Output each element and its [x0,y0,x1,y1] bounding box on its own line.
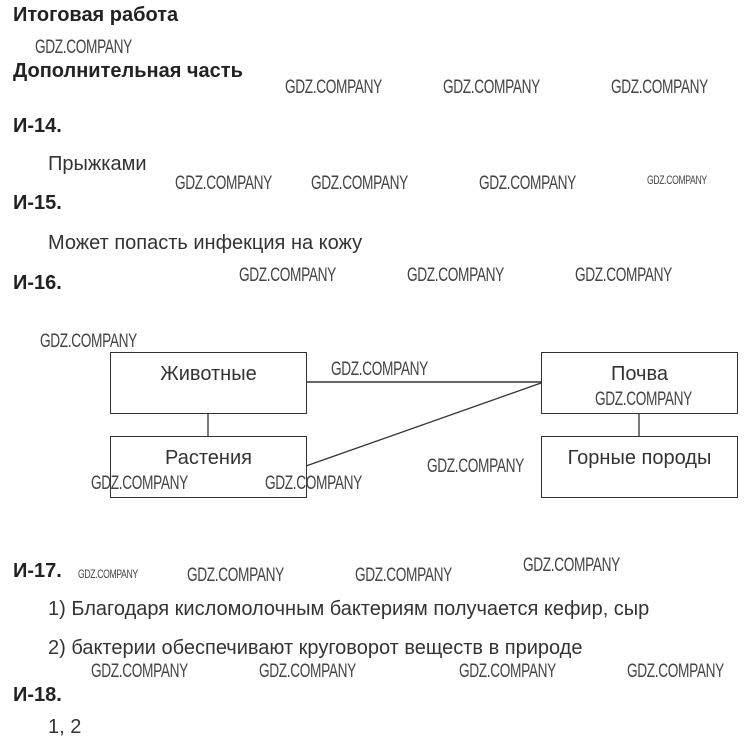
watermark: GDZ.COMPANY [285,77,382,98]
edge-plants-soil [305,382,542,467]
watermark: GDZ.COMPANY [611,77,708,98]
watermark: GDZ.COMPANY [187,565,284,586]
answer-17-2: 2) бактерии обеспечивают круговорот веще… [48,637,583,659]
watermark: GDZ.COMPANY [259,661,356,682]
watermark: GDZ.COMPANY [78,567,138,581]
task-label-18: И-18. [13,684,62,706]
node-plants: Растения [110,436,307,498]
watermark: GDZ.COMPANY [407,265,504,286]
watermark: GDZ.COMPANY [427,456,524,477]
node-rocks: Горные породы [541,436,738,498]
watermark: GDZ.COMPANY [311,173,408,194]
page-title: Итоговая работа [13,4,179,26]
watermark: GDZ.COMPANY [627,661,724,682]
task-label-14: И-14. [13,115,62,137]
section-title: Дополнительная часть [13,60,243,82]
answer-17-1: 1) Благодаря кисломолочным бактериям пол… [48,598,650,620]
answer-18: 1, 2 [48,716,82,738]
watermark: GDZ.COMPANY [459,661,556,682]
watermark: GDZ.COMPANY [523,555,620,576]
answer-14: Прыжками [48,153,147,175]
watermark: GDZ.COMPANY [331,359,428,380]
node-animals: Животные [110,352,307,414]
task-label-17: И-17. [13,560,62,582]
watermark: GDZ.COMPANY [239,265,336,286]
task-label-16: И-16. [13,272,62,294]
watermark: GDZ.COMPANY [91,473,188,494]
watermark: GDZ.COMPANY [91,661,188,682]
node-soil: Почва [541,352,738,414]
watermark: GDZ.COMPANY [595,389,692,410]
watermark: GDZ.COMPANY [40,331,137,352]
task-label-15: И-15. [13,192,62,214]
watermark: GDZ.COMPANY [647,173,707,187]
watermark: GDZ.COMPANY [443,77,540,98]
watermark: GDZ.COMPANY [575,265,672,286]
watermark: GDZ.COMPANY [175,173,272,194]
watermark: GDZ.COMPANY [355,565,452,586]
watermark: GDZ.COMPANY [265,473,362,494]
watermark: GDZ.COMPANY [479,173,576,194]
answer-15: Может попасть инфекция на кожу [48,232,363,254]
watermark: GDZ.COMPANY [35,37,132,58]
